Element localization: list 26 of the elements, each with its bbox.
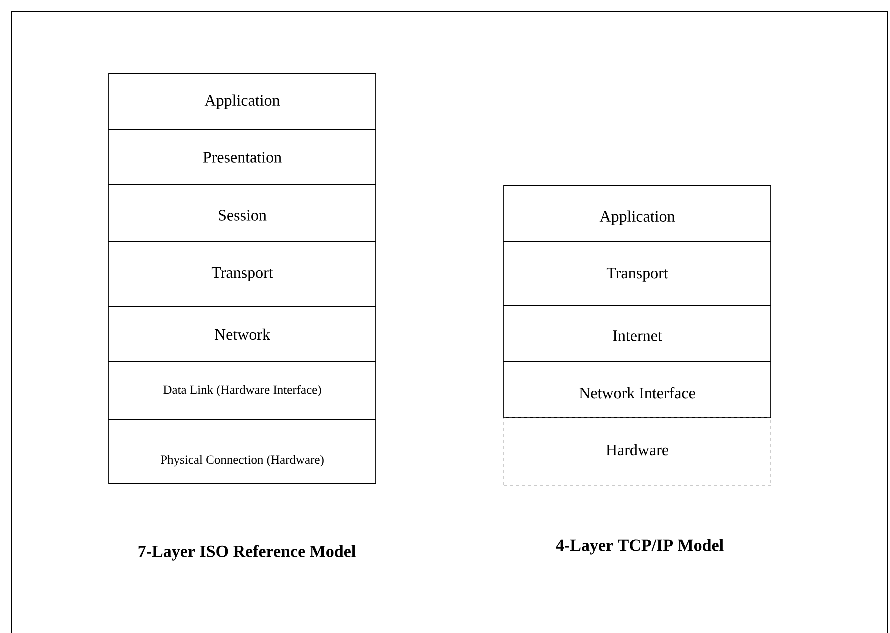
layer-box [108,362,376,420]
layer-label: Transport [606,268,668,282]
layer-label: Application [204,94,280,110]
layer-label: Physical Connection (Hardware) [160,455,324,467]
layer-label: Data Link (Hardware Interface) [164,385,322,397]
layer-label: Internet [613,330,662,342]
layer-label: Transport [212,268,274,282]
layer-box [108,74,376,130]
layer-box [108,242,376,308]
layer-box [108,420,376,484]
layer-label: Presentation [203,152,282,163]
layer-label: Session [219,210,267,221]
layer-box [108,130,376,186]
layer-box [504,418,772,486]
layer-box [504,306,772,362]
model-title: 4-Layer TCP/IP Model [556,539,724,555]
layer-label: Hardware [606,444,668,456]
layer-box [504,242,772,306]
layer-label: Application [600,210,676,226]
layer-box [504,362,772,418]
layer-box [504,186,772,242]
layer-label: Network Interface [580,387,696,399]
layer-label: Network [214,328,270,340]
model-title: 7-Layer ISO Reference Model [138,545,356,561]
layer-box [108,184,376,242]
layer-box [108,306,376,362]
